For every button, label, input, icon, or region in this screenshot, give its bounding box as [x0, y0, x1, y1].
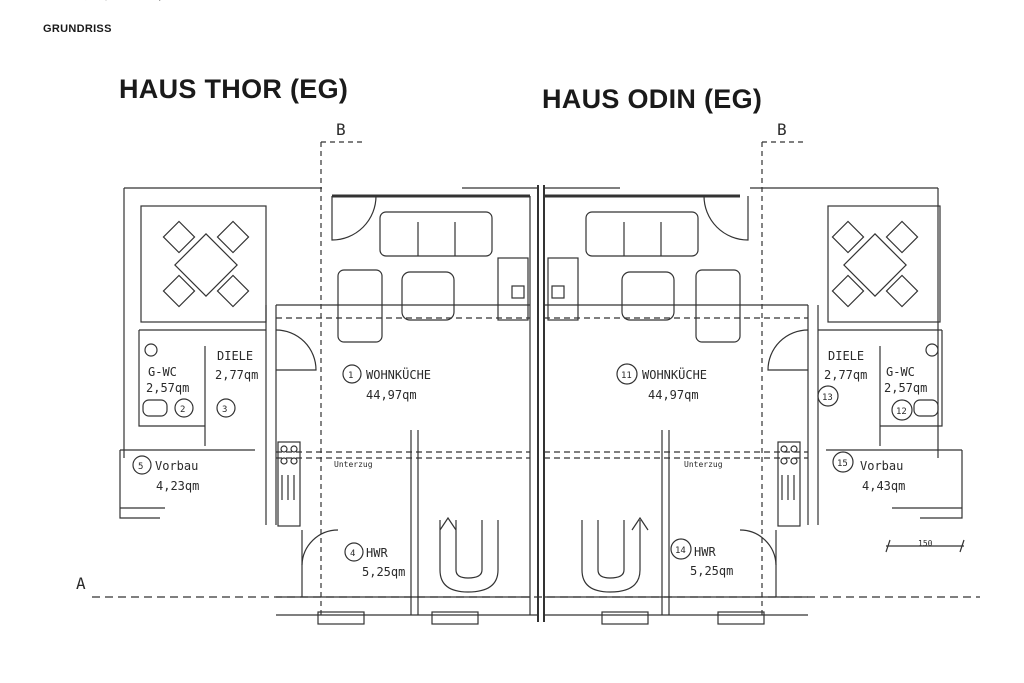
- room-circle-15: [832, 451, 854, 473]
- room-number-14: 14: [675, 546, 686, 556]
- room-number-2: 2: [180, 405, 185, 415]
- room-area-4: 5,25qm: [362, 565, 405, 579]
- wc-fixtures-odin: [913, 343, 939, 417]
- house-thor-walls: [119, 187, 538, 625]
- door-thor-terrace: [331, 195, 377, 241]
- section-line-b-left: [320, 141, 362, 615]
- room-number-15: 15: [837, 459, 848, 469]
- section-mark-a: A: [76, 574, 86, 593]
- terrace-table-thor: [162, 220, 250, 308]
- house-title-thor: HAUS THOR (EG): [119, 74, 349, 104]
- room-name-12: G-WC: [886, 365, 915, 379]
- room-area-2: 2,57qm: [146, 381, 189, 395]
- door-odin-diele: [767, 329, 809, 371]
- room-name-1: WOHNKÜCHE: [366, 366, 431, 382]
- room-area-3: 2,77qm: [215, 368, 258, 382]
- room-name-13: DIELE: [828, 349, 864, 363]
- beam-label-thor: Unterzug: [334, 460, 373, 469]
- sofa-odin: [585, 211, 741, 343]
- room-number-4: 4: [350, 549, 355, 559]
- room-name-3: DIELE: [217, 349, 253, 363]
- terrace-table-odin: [831, 220, 919, 308]
- section-line-b-right: [761, 141, 806, 615]
- wc-fixtures-thor: [142, 343, 168, 417]
- door-thor-hwr: [301, 529, 339, 566]
- room-number-5: 5: [138, 462, 143, 472]
- house-title-odin: HAUS ODIN (EG): [542, 84, 763, 114]
- room-name-4: HWR: [366, 546, 388, 560]
- room-area-11: 44,97qm: [648, 388, 699, 402]
- room-circle-13: [817, 385, 839, 407]
- room-area-12: 2,57qm: [884, 381, 927, 395]
- door-odin-hwr: [739, 529, 777, 566]
- room-area-14: 5,25qm: [690, 564, 733, 578]
- room-name-2: G-WC: [148, 365, 177, 379]
- room-circle-5: [132, 455, 152, 475]
- section-mark-b-right: B: [777, 120, 787, 139]
- room-circle-2: [174, 398, 194, 418]
- room-area-1: 44,97qm: [366, 388, 417, 402]
- room-number-1: 1: [348, 371, 353, 381]
- stair-thor: [439, 516, 499, 593]
- room-name-5: Vorbau: [155, 459, 198, 473]
- room-area-13: 2,77qm: [824, 368, 867, 382]
- room-area-15: 4,43qm: [862, 479, 905, 493]
- room-number-13: 13: [822, 393, 833, 403]
- room-circle-12: [891, 399, 913, 421]
- room-name-14: HWR: [694, 545, 716, 559]
- room-name-11: WOHNKÜCHE: [642, 366, 707, 382]
- room-circle-14: [670, 538, 692, 560]
- dimension-value: 150: [918, 539, 933, 548]
- room-circle-11: [616, 363, 638, 385]
- dimension-line: [885, 539, 965, 553]
- sofa-thor: [337, 211, 493, 343]
- room-area-5: 4,23qm: [156, 479, 199, 493]
- room-circle-1: [342, 364, 362, 384]
- stair-odin: [581, 516, 649, 593]
- room-name-15: Vorbau: [860, 459, 903, 473]
- page-subtitle: GRUNDRISS: [43, 23, 112, 35]
- room-number-12: 12: [896, 407, 907, 417]
- room-circle-4: [344, 542, 364, 562]
- door-thor-diele: [275, 329, 317, 371]
- section-mark-b-left: B: [336, 120, 346, 139]
- room-circle-3: [216, 398, 236, 418]
- door-odin-terrace: [703, 195, 749, 241]
- house-odin-walls: [544, 187, 963, 625]
- room-number-3: 3: [222, 405, 227, 415]
- beam-label-odin: Unterzug: [684, 460, 723, 469]
- room-number-11: 11: [621, 371, 632, 381]
